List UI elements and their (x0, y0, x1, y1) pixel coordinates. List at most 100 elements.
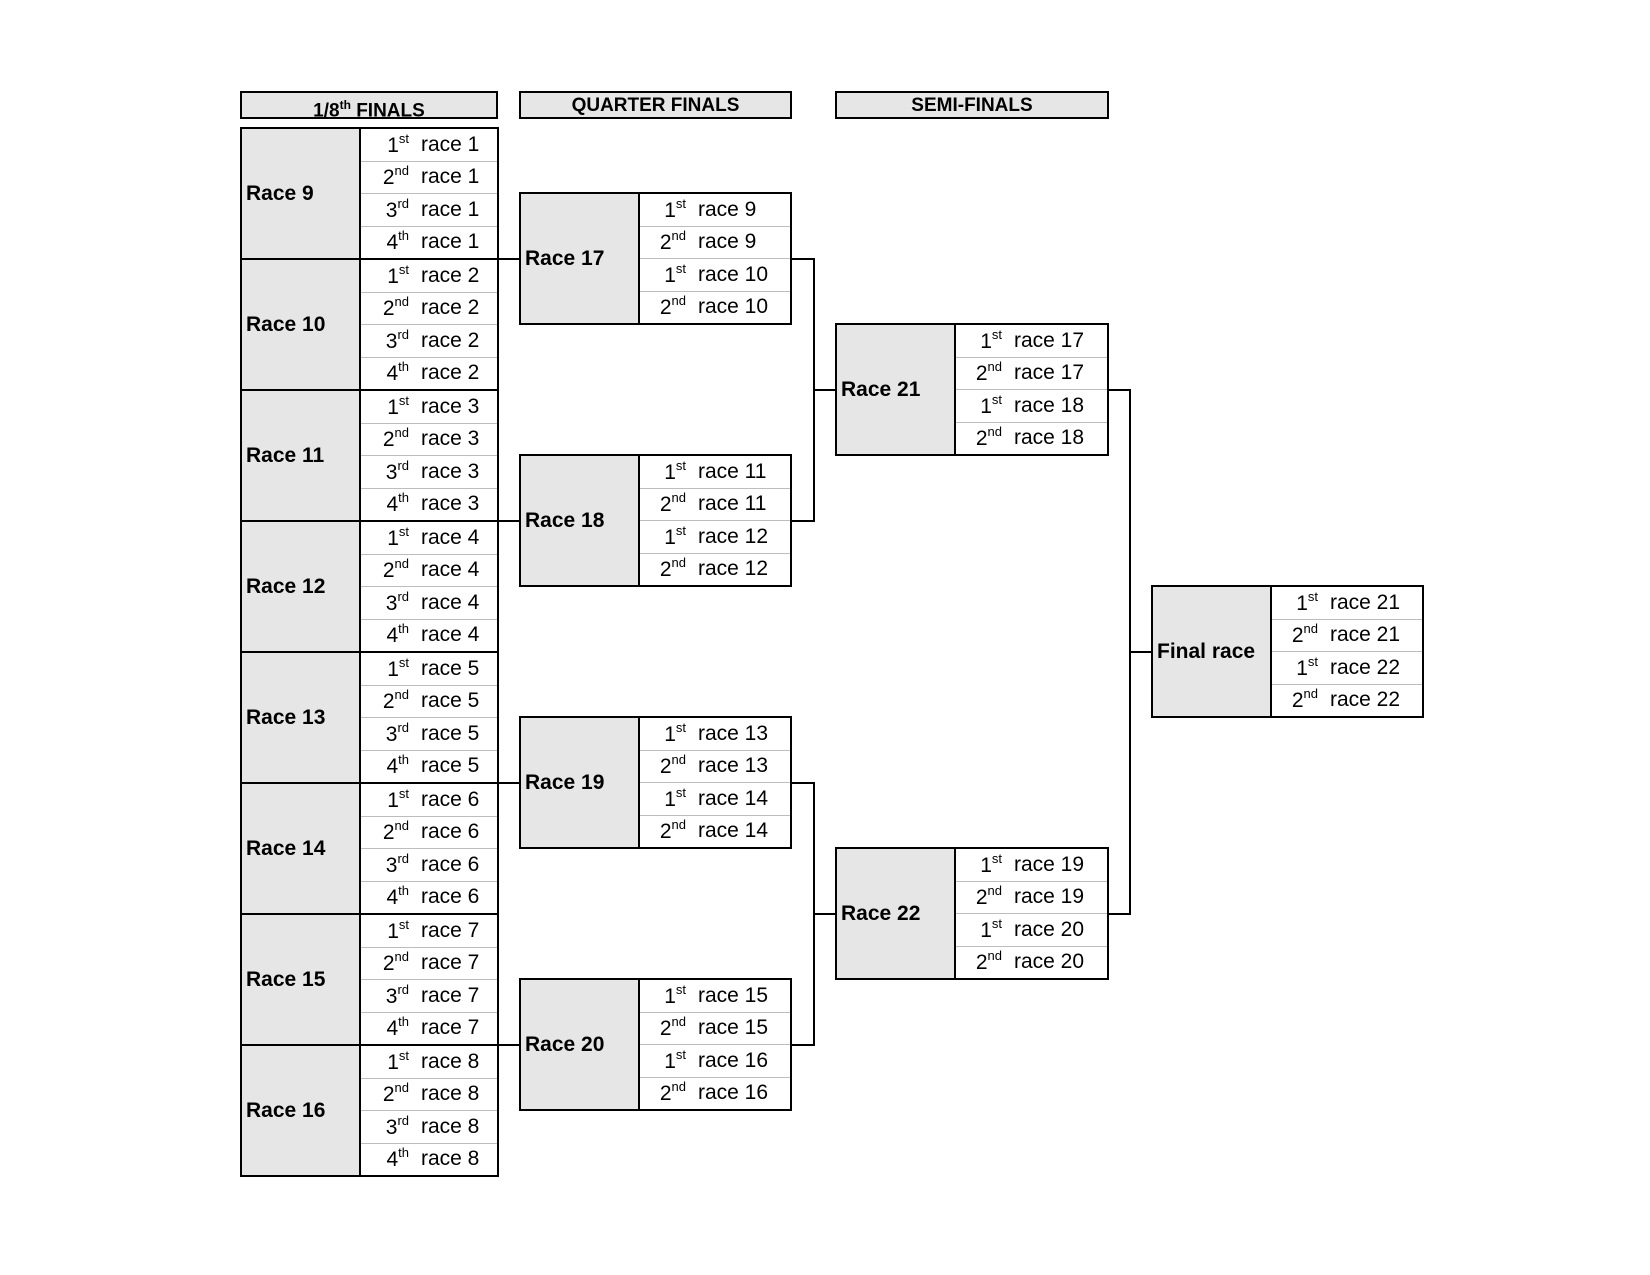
source-race: race 6 (421, 820, 480, 844)
place-number: 1 (980, 918, 992, 942)
place-suffix: rd (397, 1112, 409, 1128)
source-race: race 20 (1014, 950, 1085, 974)
source-race: race 6 (421, 885, 480, 909)
source-race: race 17 (1014, 361, 1085, 385)
place-suffix: nd (987, 359, 1002, 375)
place-number: 2 (659, 1082, 672, 1106)
source-race: race 4 (421, 590, 480, 614)
place-number: 1 (664, 263, 676, 287)
place-number: 1 (387, 264, 399, 288)
place-number: 2 (382, 428, 395, 452)
place-suffix: nd (394, 425, 409, 441)
connector-r17-r18-to-r21 (792, 258, 836, 522)
place-suffix: nd (987, 948, 1002, 964)
place-number: 4 (386, 1017, 399, 1041)
place-number: 1 (664, 722, 676, 746)
place-number: 1 (387, 133, 399, 157)
place-suffix: st (991, 391, 1002, 407)
header-eighth-finals-rest: FINALS (350, 100, 425, 122)
source-race: race 11 (698, 492, 767, 516)
source-race: race 14 (698, 786, 769, 810)
place-number: 2 (659, 755, 672, 779)
place-number: 2 (382, 952, 395, 976)
place-number: 2 (382, 297, 395, 321)
source-race: race 20 (1014, 917, 1085, 941)
race-label: Race 9 (242, 129, 361, 258)
place-number: 2 (382, 559, 395, 583)
source-race: race 13 (698, 754, 769, 778)
place-number: 2 (382, 821, 395, 845)
place-suffix: nd (671, 490, 686, 506)
source-race: race 4 (421, 623, 480, 647)
place-suffix: nd (394, 163, 409, 179)
source-race: race 12 (698, 557, 769, 581)
source-race: race 13 (698, 721, 769, 745)
place-suffix: th (398, 490, 409, 506)
race-label: Race 21 (837, 325, 956, 454)
place-number: 4 (386, 886, 399, 910)
place-number: 1 (664, 787, 676, 811)
source-race: race 17 (1014, 328, 1085, 352)
place-suffix: st (675, 1046, 686, 1062)
race-label: Race 17 (521, 194, 640, 323)
place-number: 1 (387, 788, 399, 812)
place-suffix: nd (671, 752, 686, 768)
source-race: race 1 (421, 197, 480, 221)
place-suffix: nd (394, 949, 409, 965)
entry-row: 2nd race 6 (361, 815, 497, 849)
place-suffix: st (675, 784, 686, 800)
place-number: 2 (659, 296, 672, 320)
place-suffix: nd (671, 1014, 686, 1030)
place-suffix: nd (394, 818, 409, 834)
source-race: race 3 (421, 394, 480, 418)
place-suffix: nd (671, 1079, 686, 1095)
race-label: Race 14 (242, 784, 361, 913)
place-number: 3 (385, 853, 398, 877)
source-race: race 9 (698, 197, 757, 221)
place-number: 3 (385, 198, 398, 222)
place-number: 2 (975, 886, 988, 910)
place-number: 1 (387, 1050, 399, 1074)
race-label: Final race (1153, 587, 1272, 716)
place-number: 2 (382, 1083, 395, 1107)
source-race: race 16 (698, 1048, 769, 1072)
place-number: 1 (664, 984, 676, 1008)
